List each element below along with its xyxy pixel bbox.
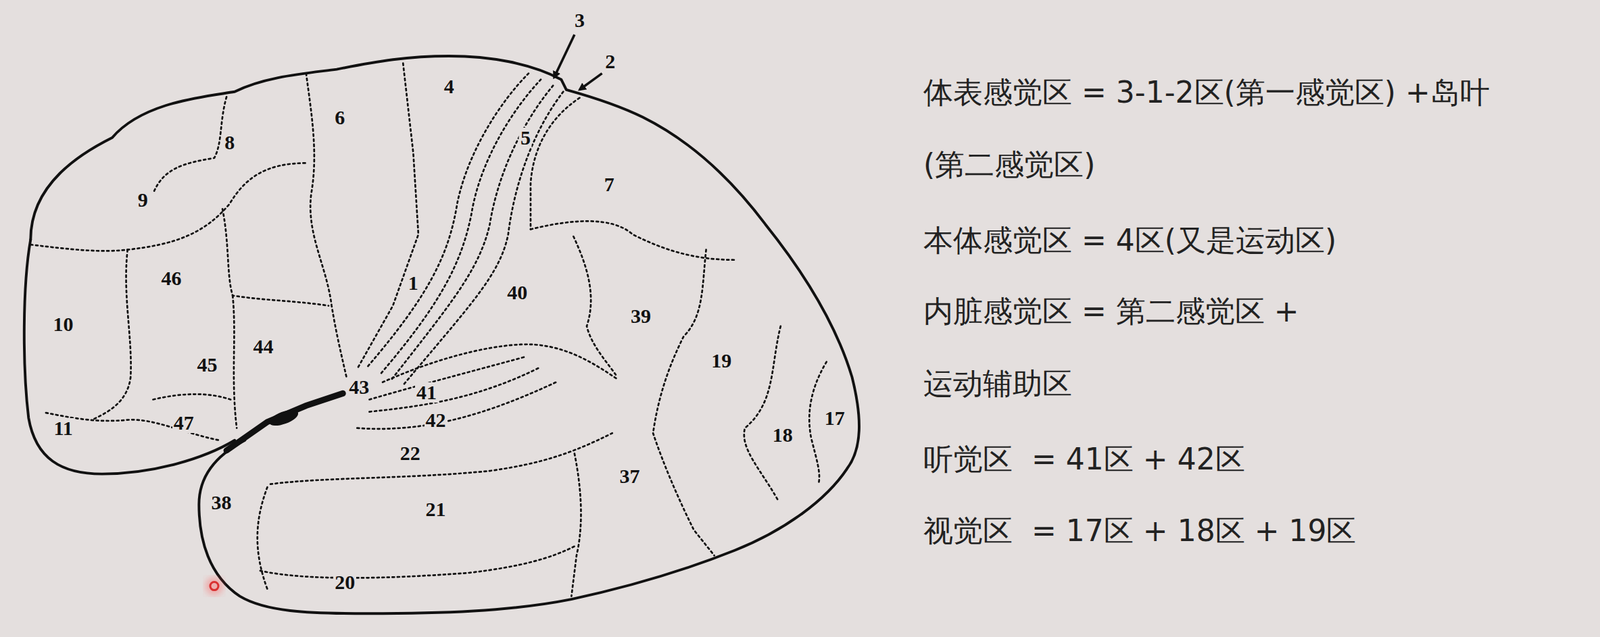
brain-outline	[24, 56, 860, 614]
area-boundary	[392, 85, 554, 380]
lateral-fissure	[226, 393, 343, 451]
area-boundary	[152, 394, 231, 401]
area-number: 17	[823, 408, 847, 429]
area-number: 8	[223, 132, 236, 153]
area-boundary	[744, 326, 781, 500]
area-boundary	[402, 91, 564, 386]
area-number: 6	[333, 107, 347, 128]
area-number: 9	[136, 189, 150, 211]
area-number: 7	[602, 174, 616, 195]
area-number: 20	[333, 572, 357, 593]
area-number: 4	[442, 76, 456, 97]
area-number: 1	[406, 273, 420, 294]
lateral-fissure	[267, 406, 301, 429]
area-number: 18	[771, 425, 795, 446]
area-number: 22	[398, 443, 422, 464]
area-boundary	[222, 208, 329, 306]
brain-outline	[24, 239, 235, 475]
area-boundaries	[30, 63, 827, 597]
area-boundary	[257, 487, 268, 590]
area-boundary	[91, 250, 132, 421]
callout-arrow	[554, 34, 575, 78]
area-number: 44	[251, 336, 275, 357]
area-boundary	[369, 367, 541, 412]
area-number: 43	[347, 377, 371, 398]
area-boundary	[260, 545, 577, 578]
area-number: 11	[52, 418, 74, 439]
note-text: 听觉区 = 41区 + 42区	[923, 423, 1573, 496]
note-text: 体表感觉区 = 3-1-2区(第一感觉区) +岛叶(第二感觉区)	[923, 56, 1532, 201]
area-boundary	[382, 344, 618, 383]
area-number: 2	[603, 51, 617, 72]
area-number: 46	[160, 268, 184, 289]
area-number: 19	[709, 350, 733, 372]
area-number: 47	[172, 413, 196, 434]
area-boundary	[30, 162, 307, 251]
area-number: 3	[573, 10, 587, 31]
cursor-dot	[210, 582, 219, 591]
callout-arrow	[579, 73, 602, 90]
area-number: 37	[617, 466, 641, 487]
area-boundary	[356, 63, 419, 370]
callout-arrows	[554, 34, 603, 90]
area-number: 39	[629, 306, 653, 327]
area-boundary	[530, 98, 580, 230]
area-boundary	[367, 73, 529, 368]
area-number: 5	[519, 127, 532, 149]
cursor-dot	[204, 577, 224, 596]
cursor-glow	[204, 577, 224, 596]
area-number: 42	[424, 410, 448, 431]
area-boundary	[652, 433, 715, 556]
area-boundary	[232, 296, 237, 429]
area-number: 21	[424, 499, 448, 520]
area-boundary	[379, 79, 542, 376]
area-number: 45	[195, 354, 219, 376]
area-number: 10	[52, 314, 76, 335]
area-boundary	[356, 382, 556, 430]
area-boundary	[571, 453, 581, 597]
area-number: 41	[415, 382, 439, 403]
area-boundary	[270, 433, 613, 484]
area-boundary	[369, 356, 526, 400]
area-boundary	[306, 73, 347, 380]
area-boundary	[530, 221, 735, 260]
note-text: 视觉区 = 17区 + 18区 + 19区	[923, 494, 1573, 568]
note-text: 内脏感觉区 = 第二感觉区 + 运动辅助区	[923, 275, 1397, 420]
area-boundary	[152, 96, 227, 194]
brain-outline	[30, 56, 860, 614]
area-boundary	[652, 250, 706, 434]
area-number: 40	[505, 282, 529, 303]
area-boundary	[45, 413, 220, 441]
lateral-fissure	[226, 393, 343, 451]
area-number: 38	[210, 492, 234, 514]
note-text: 本体感觉区 = 4区(又是运动区)	[923, 204, 1573, 277]
